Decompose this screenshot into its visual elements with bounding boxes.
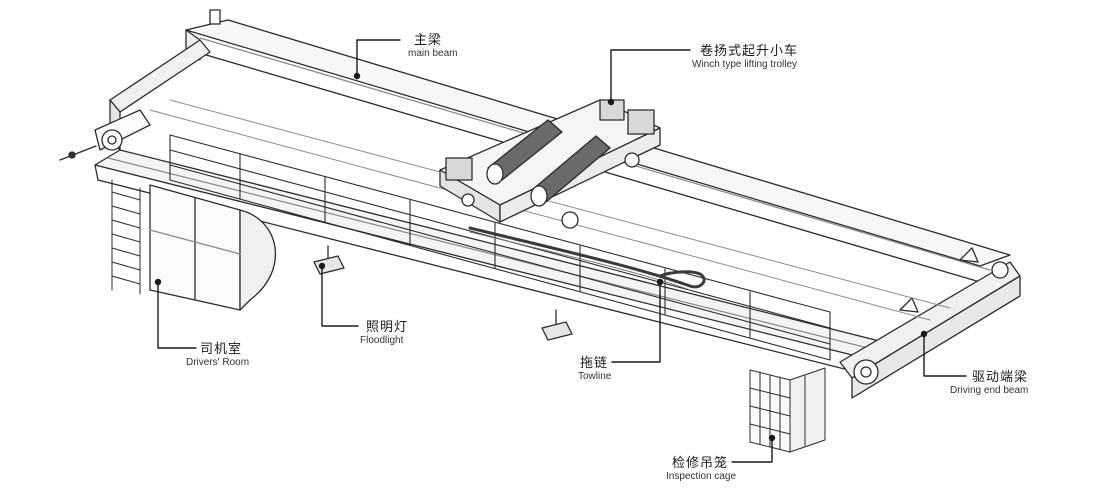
winch-trolley: [439, 99, 661, 229]
floodlight-label-zh: 照明灯: [366, 320, 409, 335]
left-ladder: [111, 179, 141, 295]
floodlight-label-en: Floodlight: [360, 335, 404, 346]
driving-end-beam-label-zh: 驱动端梁: [972, 370, 1029, 385]
inspection-cage-label-zh: 检修吊笼: [672, 456, 729, 471]
leader-lines: [154, 39, 967, 463]
driving-end-beam-label: 驱动端梁 Driving end beam: [950, 366, 1029, 396]
towline-chain: [468, 226, 706, 291]
drivers-room-label-zh: 司机室: [200, 342, 243, 357]
towline-label: 拖链 Towline: [578, 352, 612, 382]
left-end-beam: [59, 39, 211, 161]
driving-end-beam-label-en: Driving end beam: [950, 385, 1029, 396]
floodlight-label: 照明灯 Floodlight: [360, 316, 409, 346]
trolley-label-zh: 卷扬式起升小车: [700, 44, 799, 59]
main-beam-label-zh: 主梁: [414, 33, 443, 48]
walkway-deck: [149, 99, 951, 321]
inspection-cage: [749, 367, 826, 453]
drivers-room-label-en: Drivers' Room: [186, 357, 250, 368]
inspection-cage-label-en: Inspection cage: [666, 471, 737, 482]
main-beam-label-en: main beam: [408, 48, 458, 59]
trolley-label-en: Winch type lifting trolley: [692, 59, 798, 70]
drivers-room-label: 司机室 Drivers' Room: [186, 338, 249, 368]
drivers-room: [149, 184, 277, 311]
trolley-label: 卷扬式起升小车 Winch type lifting trolley: [692, 40, 799, 70]
towline-label-zh: 拖链: [580, 356, 609, 371]
railing: [169, 134, 831, 361]
main-beam-label: 主梁 main beam: [408, 29, 457, 59]
towline-label-en: Towline: [578, 371, 612, 382]
inspection-cage-label: 检修吊笼 Inspection cage: [666, 452, 736, 482]
